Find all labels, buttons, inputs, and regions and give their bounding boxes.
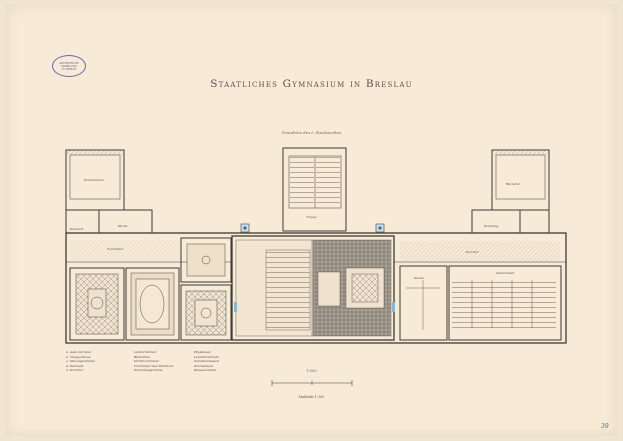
- room-label-wohnung: Wohnung: [484, 224, 499, 228]
- legend-right: Physiksaal Lehrmittelraum Naturkundesaal…: [194, 350, 219, 373]
- room-label-wohnzimmer: Wohnzimmer: [84, 178, 104, 182]
- room-label-klasse: Klasse: [414, 276, 424, 280]
- drawing-subtitle: Grundriss des I. Stockwerkes: [281, 130, 342, 135]
- legend-right-item: Zeichensaal: [194, 363, 213, 368]
- legend-mid: Lehrerzimmer Bibliothek Direktorzimmer V…: [134, 350, 173, 373]
- room-label-korridor: Korridor: [466, 250, 479, 254]
- legend-left-item: a. Aula mit Saal: [66, 350, 91, 354]
- legend-right-item: Lehrmittelraum: [194, 354, 219, 359]
- legend-mid-item: Lehrerzimmer: [134, 350, 157, 354]
- ornament-room-c: [185, 290, 227, 336]
- legend-left-item: e. Korridor: [66, 368, 84, 373]
- courtyard-paving: [235, 239, 392, 337]
- legend-left-item: c. Sitzungszimmer: [66, 359, 96, 364]
- collection-stamp: ARCHITEKTUR SAMMLUNG TU BERLIN: [52, 55, 86, 77]
- right-class-a: [399, 265, 448, 341]
- scale-caption: Maßstab 1:100: [298, 395, 325, 399]
- room-label-vorzimmer: Vorzimmer: [107, 247, 124, 251]
- stamp-line-2: SAMMLUNG: [61, 64, 77, 68]
- sheet-number: 39: [601, 423, 609, 430]
- right-side-rooms: [471, 209, 550, 234]
- drawing-title: Staatliches Gymnasium in Breslau: [210, 78, 413, 90]
- scale-label: 1:100: [306, 369, 317, 373]
- legend-left-item: b. Treppenhaus: [66, 354, 91, 359]
- room-label-kabinett: Kabinett: [70, 227, 84, 231]
- room-label-kuche: Küche: [118, 224, 128, 228]
- courtyard: [231, 235, 395, 341]
- legend-mid-item: Sammlungsräume: [134, 368, 163, 373]
- drawing-sheet: [6, 5, 617, 436]
- legend-right-item: Klassenräume: [194, 368, 217, 373]
- legend-right-item: Physiksaal: [194, 350, 211, 354]
- center-tower-block: [282, 147, 347, 232]
- left-room-c: [180, 284, 232, 341]
- ornament-room-b: [186, 243, 226, 277]
- left-room-a: [125, 267, 180, 341]
- left-side-rooms: [65, 209, 153, 234]
- scale-bar: [271, 380, 353, 386]
- left-wing-inner: [69, 154, 121, 200]
- room-label-bucherei: Bücherei: [506, 182, 520, 186]
- main-body: [65, 232, 567, 344]
- right-wing-inner: [495, 154, 546, 200]
- legend-mid-item: Direktorzimmer: [134, 359, 160, 364]
- legend-mid-item: Vorzimmer des Direktors: [134, 363, 174, 368]
- room-label-treppe: Treppe: [306, 215, 317, 219]
- stamp-line-3: TU BERLIN: [61, 67, 77, 71]
- ornament-room-a: [130, 272, 175, 336]
- right-wing-block: [491, 149, 550, 211]
- stamp-line-1: ARCHITEKTUR: [59, 61, 79, 65]
- room-label-naturkunde: Naturkunde: [496, 271, 515, 275]
- legend-right-item: Naturkundesaal: [194, 359, 220, 364]
- legend-left-item: d. Kabinett: [66, 363, 84, 368]
- legend-mid-item: Bibliothek: [134, 354, 151, 359]
- left-room-b: [180, 237, 232, 283]
- ornament-left-hall: [75, 273, 119, 335]
- right-class-b: [448, 265, 562, 341]
- legend-left: a. Aula mit Saal b. Treppenhaus c. Sitzu…: [66, 350, 95, 373]
- left-hall: [69, 267, 125, 341]
